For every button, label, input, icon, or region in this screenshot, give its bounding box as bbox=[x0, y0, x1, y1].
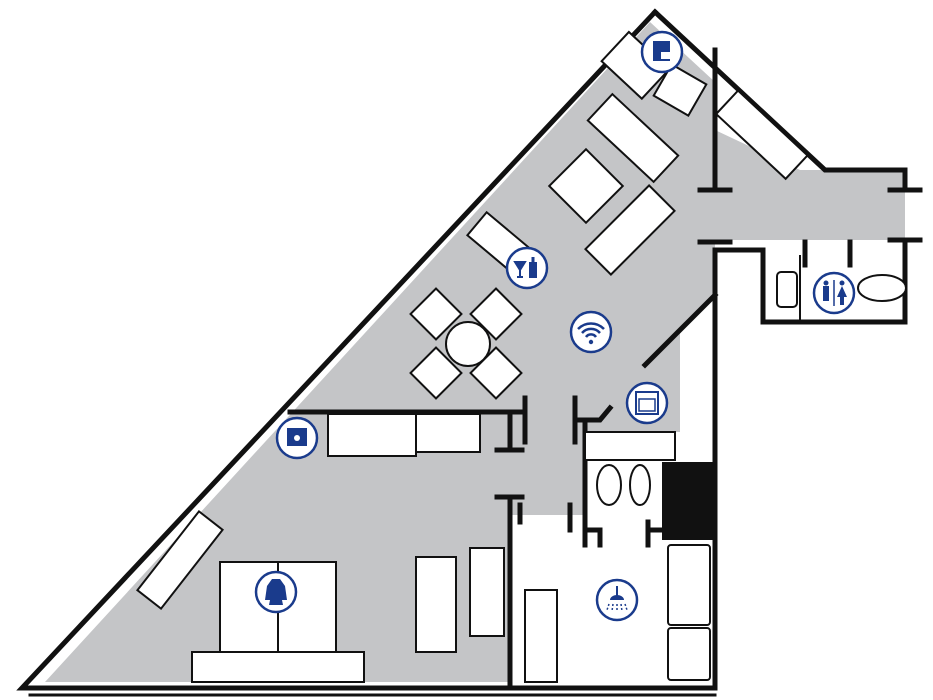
bathrobe-icon bbox=[254, 570, 298, 614]
restroom-icon bbox=[812, 271, 856, 315]
minibar-icon bbox=[505, 246, 549, 290]
oven-icon bbox=[625, 381, 669, 425]
safe-icon bbox=[275, 416, 319, 460]
wifi-icon bbox=[569, 310, 613, 354]
walls bbox=[16, 8, 923, 697]
shower-icon bbox=[595, 578, 639, 622]
coffee-machine-icon bbox=[640, 30, 684, 74]
